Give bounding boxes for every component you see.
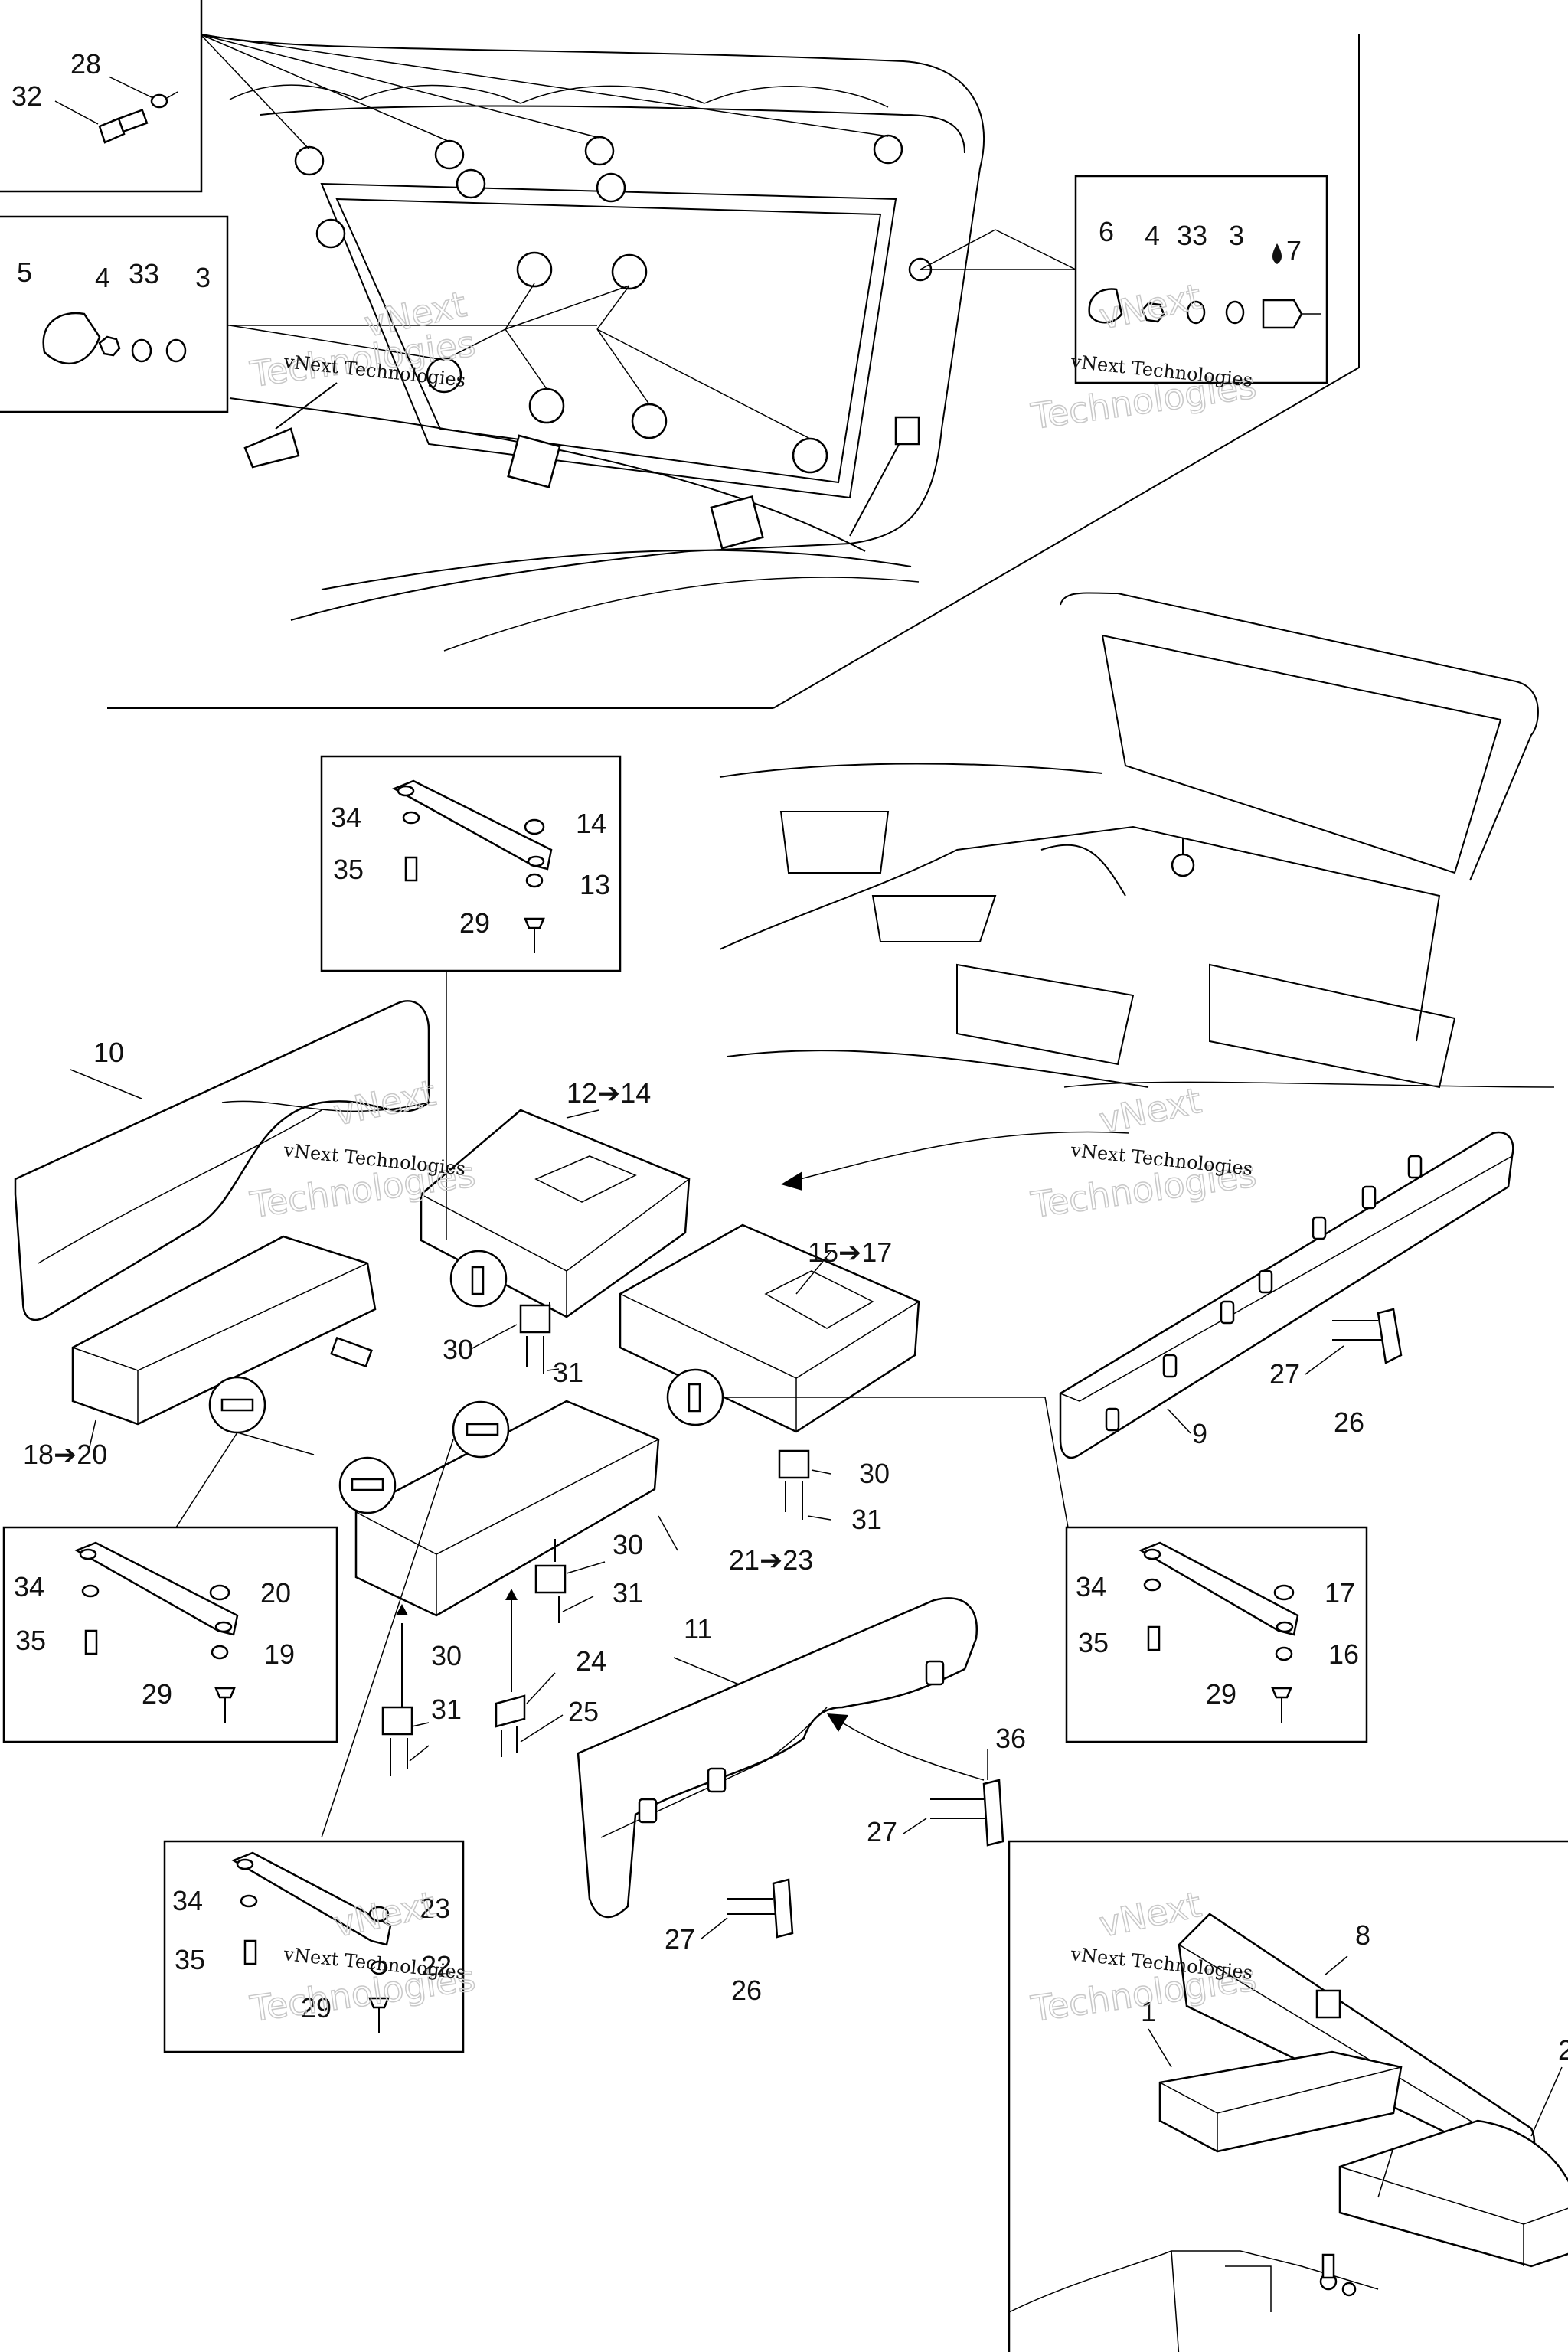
callout-3: 3	[1229, 220, 1244, 251]
callout-27: 27	[665, 1923, 695, 1955]
watermark-1: vNext Technologies vNext Technologies	[247, 283, 479, 396]
cushion-21-23	[354, 1400, 660, 1617]
callout-30: 30	[612, 1529, 643, 1560]
callout-11: 11	[684, 1613, 712, 1645]
callout-10: 10	[93, 1037, 124, 1068]
callout-12-14: 12➔14	[567, 1077, 651, 1109]
callout-6: 6	[1099, 216, 1114, 247]
callout-30: 30	[431, 1640, 462, 1671]
callout-34: 34	[331, 802, 361, 833]
inset-bracket-16-17	[1065, 1526, 1368, 1743]
callout-labels: 28 32 5 4 33 3 6 4 33 3 7 34 14 35 13 29…	[11, 48, 1568, 2066]
callout-30: 30	[443, 1334, 473, 1365]
callout-35: 35	[1078, 1627, 1109, 1658]
callout-25: 25	[568, 1696, 599, 1727]
inset-bracket-22-23	[163, 1840, 465, 2053]
inset-cap-nut-stud	[1074, 175, 1328, 384]
inset-cushions-1-2-8	[1008, 1840, 1568, 2352]
inset-cap-nut-washers	[0, 215, 597, 413]
rear-compartment	[719, 592, 1555, 1089]
callout-31: 31	[612, 1577, 643, 1609]
inset-bracket-19-20	[2, 1526, 338, 1743]
callout-21-23: 21➔23	[729, 1544, 813, 1576]
callout-28: 28	[70, 48, 101, 80]
inset-bracket-13-14	[320, 755, 622, 972]
callout-19: 19	[264, 1638, 295, 1670]
backrest-10	[14, 1000, 430, 1321]
callout-27: 27	[1269, 1358, 1300, 1390]
magnifier-callouts	[175, 972, 1069, 1838]
callout-17: 17	[1325, 1577, 1355, 1609]
callout-9: 9	[1192, 1418, 1207, 1449]
callout-20: 20	[260, 1577, 291, 1609]
callout-34: 34	[1076, 1571, 1106, 1602]
callout-7: 7	[1286, 235, 1302, 266]
callout-32: 32	[11, 80, 42, 112]
callout-13: 13	[580, 869, 610, 900]
callout-22: 22	[421, 1950, 452, 1981]
front-panel-11	[577, 1597, 978, 1919]
callout-33: 33	[1177, 220, 1207, 251]
callout-15-17: 15➔17	[808, 1236, 892, 1268]
callout-34: 34	[172, 1885, 203, 1916]
side-panel-9	[1059, 1131, 1514, 1459]
callout-27: 27	[867, 1816, 897, 1847]
callout-26: 26	[731, 1975, 762, 2006]
inset-bolt-washer	[0, 0, 203, 193]
callout-33: 33	[129, 258, 159, 289]
callout-1: 1	[1141, 1996, 1156, 2027]
cushion-18-20	[71, 1235, 377, 1426]
callout-2: 2	[1558, 2034, 1568, 2066]
callout-34: 34	[14, 1571, 44, 1602]
callout-23: 23	[420, 1893, 450, 1924]
svg-text:vNext: vNext	[1096, 1080, 1205, 1142]
watermarks: vNext Technologies vNext Technologies vN…	[247, 275, 1259, 2030]
callout-31: 31	[851, 1504, 882, 1535]
callout-35: 35	[15, 1625, 46, 1656]
callout-29: 29	[301, 1992, 332, 2024]
callout-29: 29	[459, 907, 490, 939]
callout-35: 35	[175, 1944, 205, 1975]
callout-26: 26	[1334, 1406, 1364, 1438]
callout-30: 30	[859, 1458, 890, 1489]
watermark-4: vNext Technologies vNext Technologies	[1027, 1079, 1259, 1227]
callout-29: 29	[142, 1678, 172, 1710]
callout-35: 35	[333, 854, 364, 885]
callout-29: 29	[1206, 1678, 1236, 1710]
callout-3: 3	[195, 262, 211, 293]
callout-31: 31	[553, 1357, 583, 1388]
callout-31: 31	[431, 1694, 462, 1725]
mount-blocks-screws	[381, 1131, 1403, 1939]
callout-4: 4	[1145, 220, 1160, 251]
callout-14: 14	[576, 808, 606, 839]
callout-5: 5	[17, 256, 32, 288]
callout-36: 36	[995, 1723, 1026, 1754]
hatch-lid-assembly	[107, 34, 1360, 709]
callout-16: 16	[1328, 1638, 1359, 1670]
leader-lines	[70, 1069, 1563, 2137]
callout-18-20: 18➔20	[23, 1439, 107, 1470]
callout-8: 8	[1355, 1919, 1370, 1951]
callout-4: 4	[95, 262, 110, 293]
callout-24: 24	[576, 1645, 606, 1677]
